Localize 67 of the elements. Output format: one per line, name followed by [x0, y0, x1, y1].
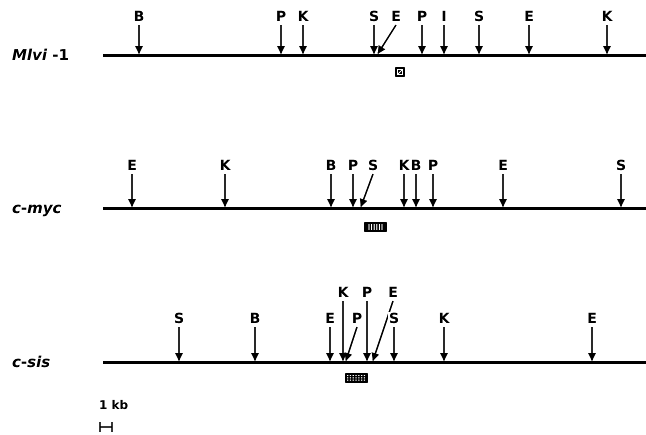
restriction-site-label: K	[398, 159, 410, 173]
arrow	[440, 25, 448, 54]
arrow	[390, 327, 398, 361]
arrow	[372, 300, 394, 361]
restriction-site-label: K	[296, 10, 310, 24]
arrow	[349, 174, 357, 207]
arrow	[135, 25, 143, 54]
restriction-site-label: S	[614, 159, 628, 173]
gene-name: Mlvi -1	[12, 47, 69, 63]
restriction-site-label: P	[274, 10, 288, 24]
arrow	[251, 327, 259, 361]
map-line	[103, 360, 646, 364]
restriction-site-label: P	[360, 286, 374, 300]
arrow	[344, 326, 358, 361]
gene-name: c-sis	[12, 354, 50, 370]
arrow	[128, 174, 136, 207]
arrow	[429, 174, 437, 207]
arrow	[363, 301, 371, 361]
restriction-site-label: P	[346, 159, 360, 173]
arrow	[499, 174, 507, 207]
restriction-site-label: B	[132, 10, 146, 24]
arrow	[440, 327, 448, 361]
restriction-site-label: E	[387, 286, 399, 300]
restriction-site-label: S	[472, 10, 486, 24]
restriction-site-label: K	[600, 10, 614, 24]
gene-name: c-myc	[12, 200, 62, 216]
restriction-site-label: E	[497, 159, 509, 173]
restriction-site-label: S	[172, 312, 186, 326]
arrow	[175, 327, 183, 361]
arrow	[221, 174, 229, 207]
restriction-site-label: S	[388, 312, 400, 326]
map-line	[103, 54, 646, 56]
arrow	[412, 174, 420, 207]
arrow	[525, 25, 533, 54]
restriction-site-label: E	[390, 10, 402, 24]
restriction-site-label: K	[438, 312, 450, 326]
restriction-site-label: B	[248, 312, 262, 326]
restriction-site-label: B	[324, 159, 338, 173]
restriction-site-label: K	[336, 286, 350, 300]
arrow	[603, 25, 611, 54]
restriction-site-label: S	[366, 159, 380, 173]
restriction-site-label: P	[426, 159, 440, 173]
arrow	[299, 25, 307, 54]
arrow	[475, 25, 483, 54]
restriction-site-label: K	[218, 159, 232, 173]
arrow	[339, 301, 347, 361]
restriction-site-label: E	[126, 159, 138, 173]
restriction-site-label: P	[416, 10, 428, 24]
arrow	[400, 174, 408, 207]
arrow	[617, 174, 625, 207]
restriction-site-label: S	[368, 10, 380, 24]
restriction-site-label: E	[586, 312, 598, 326]
restriction-site-label: I	[440, 10, 448, 24]
arrow	[370, 25, 378, 54]
map-line	[103, 206, 646, 210]
restriction-site-label: B	[410, 159, 422, 173]
restriction-site-label: E	[324, 312, 336, 326]
arrow	[588, 327, 596, 361]
arrow	[327, 174, 335, 207]
arrow	[360, 174, 374, 207]
restriction-site-label: E	[523, 10, 535, 24]
arrow	[277, 25, 285, 54]
restriction-site-label: P	[350, 312, 364, 326]
arrow	[418, 25, 426, 54]
arrow	[326, 327, 334, 361]
arrow	[377, 24, 397, 54]
scale-label: 1 kb	[99, 398, 128, 412]
